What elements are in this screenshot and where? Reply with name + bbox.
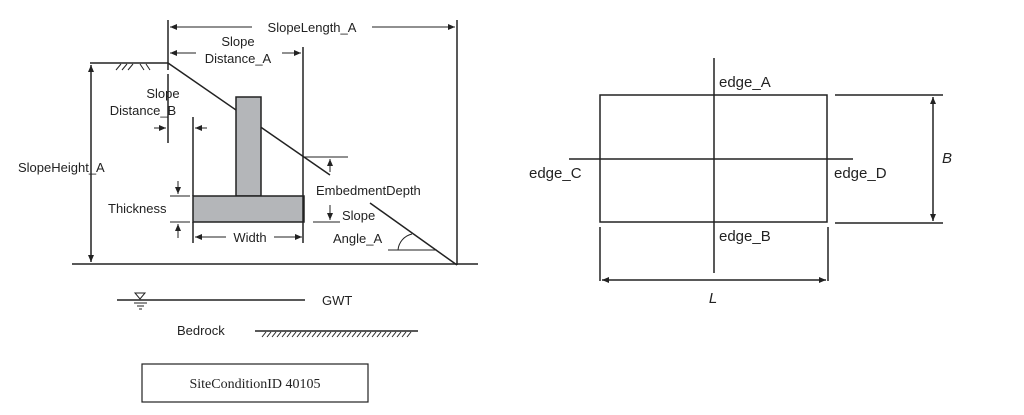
width-label: Width xyxy=(233,230,266,245)
bedrock-label: Bedrock xyxy=(177,323,225,338)
slope-distance-b-label-2: Distance_B xyxy=(110,103,176,118)
slope-length-label: SlopeLength_A xyxy=(268,20,357,35)
angle-arc-icon xyxy=(397,233,413,251)
slope-angle-label-2: Angle_A xyxy=(333,231,382,246)
water-table-icon xyxy=(133,292,147,310)
retaining-wall-diagram: SlopeLength_A Slope Distance_A Slope Dis… xyxy=(18,20,478,403)
thickness-label: Thickness xyxy=(108,201,167,216)
slope-line-lower xyxy=(369,202,458,266)
edge-a-label: edge_A xyxy=(719,74,771,91)
embedment-depth-label: EmbedmentDepth xyxy=(316,183,421,198)
edge-c-label: edge_C xyxy=(529,165,582,182)
wall-footing xyxy=(192,195,305,223)
bedrock-hatch-icon xyxy=(261,331,412,338)
edge-b-label: edge_B xyxy=(719,228,771,245)
dimension-b-label: B xyxy=(942,150,952,167)
gwt-label: GWT xyxy=(322,293,352,308)
slope-height-label: SlopeHeight_A xyxy=(18,160,105,175)
slope-distance-b-label-1: Slope xyxy=(146,86,179,101)
edge-d-label: edge_D xyxy=(834,165,887,182)
site-condition-label: SiteConditionID 40105 xyxy=(189,377,320,392)
slope-angle-label-1: Slope xyxy=(342,208,375,223)
dimension-l-label: L xyxy=(709,290,717,307)
site-condition-box xyxy=(141,363,369,403)
footing-plan-diagram: edge_A edge_B edge_C edge_D B L xyxy=(529,58,952,307)
wall-stem xyxy=(235,96,262,197)
slope-distance-a-label-1: Slope xyxy=(221,34,254,49)
slope-distance-a-label-2: Distance_A xyxy=(205,51,272,66)
ground-hatch-icon xyxy=(115,63,151,71)
